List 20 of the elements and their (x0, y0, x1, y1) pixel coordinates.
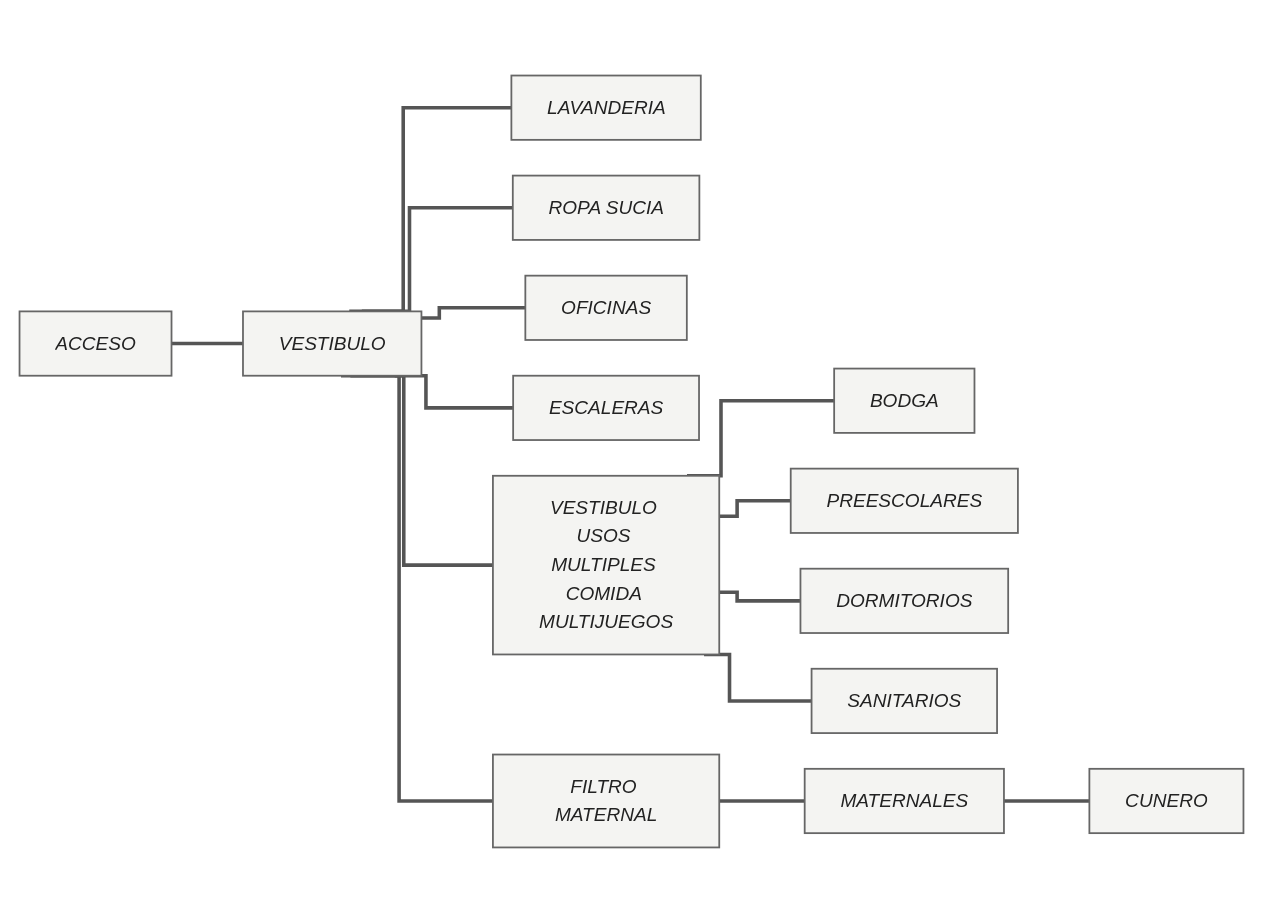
connector (421, 306, 526, 320)
node-box: PREESCOLARES (789, 467, 1019, 534)
connector (704, 652, 812, 703)
connector (719, 799, 805, 803)
node-box: LAVANDERIA (510, 74, 702, 141)
node-box: ROPA SUCIA (511, 174, 701, 241)
connector (171, 341, 243, 346)
node-box: OFICINAS (524, 274, 688, 341)
node-box: VESTIBULO USOS MULTIPLES COMIDA MULTIJUEGOS (492, 474, 721, 656)
node-box: ESCALERAS (512, 374, 700, 441)
connector (719, 499, 791, 519)
connector (1003, 799, 1090, 803)
node-box: BODGA (833, 367, 976, 434)
node-box: MATERNALES (803, 767, 1005, 835)
connector (719, 590, 801, 603)
node-box: SANITARIOS (810, 667, 998, 734)
node-box: VESTIBULO (242, 310, 423, 377)
node-box: DORMITORIOS (799, 567, 1010, 634)
node-box: CUNERO (1088, 767, 1245, 835)
node-box: FILTRO MATERNAL (492, 753, 721, 849)
